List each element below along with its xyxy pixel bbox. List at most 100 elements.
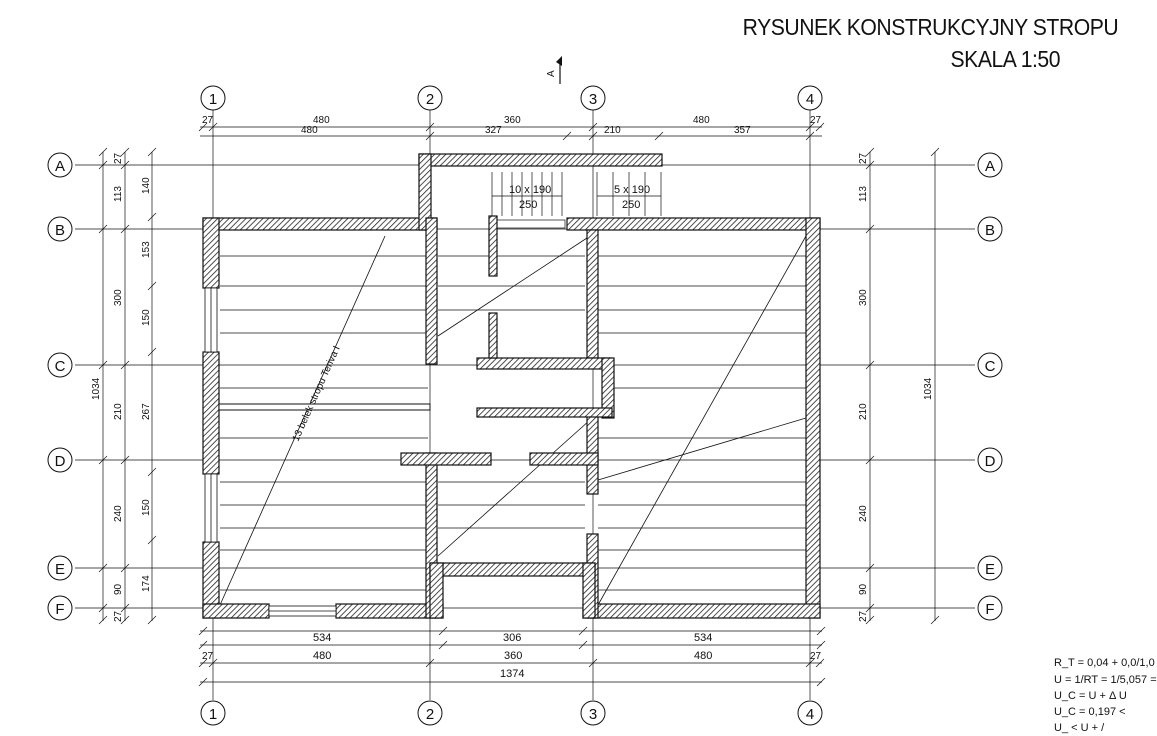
axis-label-C-right: C (985, 358, 996, 375)
axis-bubble-E-right (977, 555, 1003, 581)
axis-label-B-right: B (985, 222, 995, 239)
axis-label-1-top: 1 (209, 91, 217, 108)
walls (202, 153, 821, 619)
axis-bubble-D-left (47, 447, 73, 473)
axis-bubble-3-bottom (580, 700, 606, 726)
dimension-lines (98, 122, 940, 687)
wall (202, 217, 220, 289)
dim-left-inner-5: 150 (141, 499, 152, 516)
dim-bottom2-4: 480 (694, 650, 712, 662)
wall (476, 357, 613, 370)
dim-bottom-2: 306 (503, 632, 521, 644)
dim-bottom-3: 534 (694, 632, 712, 644)
wall (418, 153, 432, 231)
dim-top-4: 480 (693, 115, 710, 126)
drawing-scale: SKALA 1:50 (950, 46, 1060, 72)
dim-left-inner-3: 150 (141, 309, 152, 326)
dim-top-3: 360 (504, 115, 521, 126)
wall (582, 562, 596, 619)
dim-right-6: 90 (858, 583, 869, 595)
wall (488, 312, 498, 359)
dim-right-3: 300 (858, 289, 869, 306)
axis-bubble-4-top (797, 85, 823, 111)
axis-bubble-E-left (47, 555, 73, 581)
formula-uc: U_C = U + Δ U (1054, 690, 1127, 702)
dim-top2-4: 357 (734, 125, 751, 136)
axis-label-1-bottom: 1 (209, 706, 217, 723)
beam-field-diagonals (219, 235, 807, 606)
axis-label-E-left: E (55, 561, 65, 578)
wall (582, 603, 821, 619)
dim-right-7: 27 (858, 610, 869, 622)
dim-left-2: 113 (113, 186, 124, 202)
wall (429, 562, 596, 577)
dim-bottom2-5: 27 (810, 651, 822, 662)
dim-left-inner-4: 267 (141, 403, 152, 420)
axis-bubble-2-bottom (417, 700, 443, 726)
wall (566, 217, 821, 231)
axis-label-D-left: D (55, 453, 66, 470)
dim-right-4: 210 (858, 403, 869, 420)
dim-left-6: 90 (113, 583, 124, 595)
dim-left-total: 1034 (91, 377, 102, 400)
axis-bubble-1-bottom (200, 700, 226, 726)
axis-bubble-C-right (977, 352, 1003, 378)
dim-left-inner-1: 140 (141, 177, 152, 194)
axis-bubble-3-top (580, 85, 606, 111)
section-marker: A (546, 56, 562, 84)
dim-left-1: 27 (113, 152, 124, 164)
axis-bubble-F-right (977, 595, 1003, 621)
wall (529, 452, 599, 466)
axis-label-3-bottom: 3 (589, 706, 597, 723)
dim-left-3: 300 (113, 289, 124, 306)
axis-bubble-1-top (200, 85, 226, 111)
wall (488, 215, 498, 277)
axis-label-B-left: B (55, 222, 65, 239)
wall (476, 407, 613, 418)
dim-bottom-total: 1374 (500, 668, 524, 680)
axis-label-A-left: A (55, 158, 65, 175)
axis-bubble-2-top (417, 85, 443, 111)
dim-right-total: 1034 (923, 377, 934, 400)
axis-bubble-B-left (47, 216, 73, 242)
dim-top-2: 480 (313, 115, 330, 126)
axis-label-C-left: C (55, 358, 66, 375)
axis-label-D-right: D (985, 453, 996, 470)
beam-label: 13 belek stropu Teriva I (291, 344, 343, 443)
axis-bubble-D-right (977, 447, 1003, 473)
dim-bottom2-1: 27 (202, 651, 214, 662)
drawing-title: RYSUNEK KONSTRUKCYJNY STROPU (742, 14, 1118, 40)
axis-bubble-4-bottom (797, 700, 823, 726)
axis-label-2-top: 2 (426, 91, 434, 108)
formula-rt: R_T = 0,04 + 0,0/1,0 (1054, 657, 1155, 669)
thin-partition (218, 403, 431, 411)
formula-u-max: U_ < U + / (1054, 722, 1105, 734)
formula-uc-value: U_C = 0,197 < (1054, 706, 1126, 718)
axis-bubble-A-left (47, 152, 73, 178)
axis-bubble-F-left (47, 595, 73, 621)
wall (202, 217, 438, 231)
wall (805, 217, 821, 619)
dim-left-inner-6: 174 (141, 575, 152, 592)
axis-label-E-right: E (985, 561, 995, 578)
axis-label-F-right: F (985, 601, 994, 618)
wall (202, 351, 220, 475)
wall (429, 562, 444, 619)
floor-plan-drawing: 10 x 190 250 5 x 190 250 13 belek stropu… (47, 56, 1003, 726)
dim-left-5: 240 (113, 505, 124, 522)
formula-u: U = 1/RT = 1/5,057 = (1054, 674, 1157, 686)
stairs-right-label: 5 x 190 (614, 184, 650, 196)
stairs-right-width: 250 (622, 199, 640, 211)
axis-bubbles (47, 85, 1003, 726)
dim-right-5: 240 (858, 505, 869, 522)
axis-bubble-A-right (977, 152, 1003, 178)
dim-top-1: 27 (202, 115, 214, 126)
axis-bubble-B-right (977, 216, 1003, 242)
axis-label-F-left: F (55, 601, 64, 618)
dim-bottom2-3: 360 (504, 650, 522, 662)
axis-label-3-top: 3 (589, 91, 597, 108)
dim-left-7: 27 (113, 610, 124, 622)
axis-label-2-bottom: 2 (426, 706, 434, 723)
wall (418, 153, 663, 167)
dim-bottom2-2: 480 (313, 650, 331, 662)
